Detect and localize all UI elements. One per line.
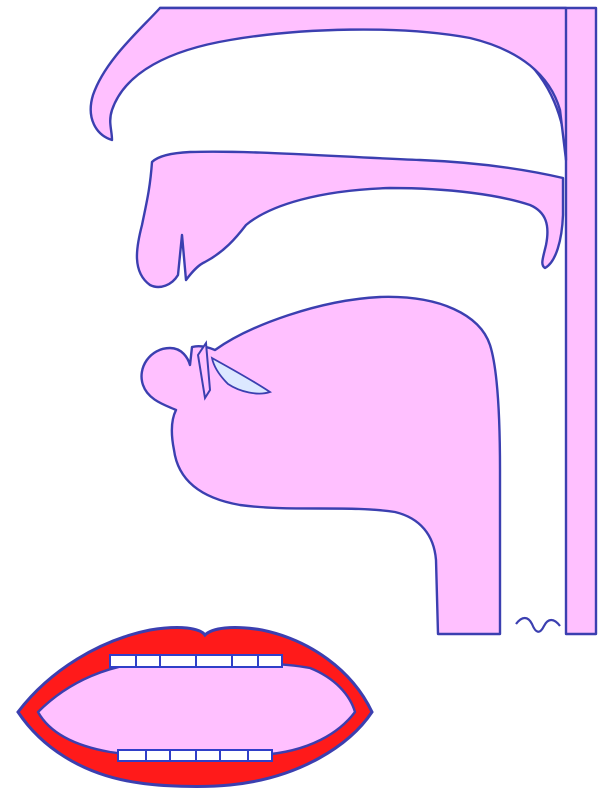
front-lips-view bbox=[18, 628, 372, 787]
tongue-and-lower-jaw bbox=[142, 297, 500, 634]
lower-tooth bbox=[248, 750, 272, 761]
nasal-cavity-roof bbox=[91, 8, 566, 160]
upper-tooth bbox=[258, 655, 282, 667]
upper-tooth bbox=[160, 655, 196, 667]
lower-tooth bbox=[146, 750, 170, 761]
lower-tooth bbox=[196, 750, 220, 761]
upper-teeth-row bbox=[110, 655, 282, 667]
lower-tooth bbox=[220, 750, 248, 761]
lower-teeth-row bbox=[118, 750, 272, 761]
vocal-folds-wave bbox=[516, 618, 560, 632]
upper-tooth bbox=[232, 655, 258, 667]
upper-tooth bbox=[110, 655, 136, 667]
upper-tooth bbox=[136, 655, 160, 667]
upper-jaw-palate bbox=[137, 152, 563, 287]
upper-tooth bbox=[196, 655, 232, 667]
lower-tooth bbox=[118, 750, 146, 761]
lower-tooth bbox=[170, 750, 196, 761]
